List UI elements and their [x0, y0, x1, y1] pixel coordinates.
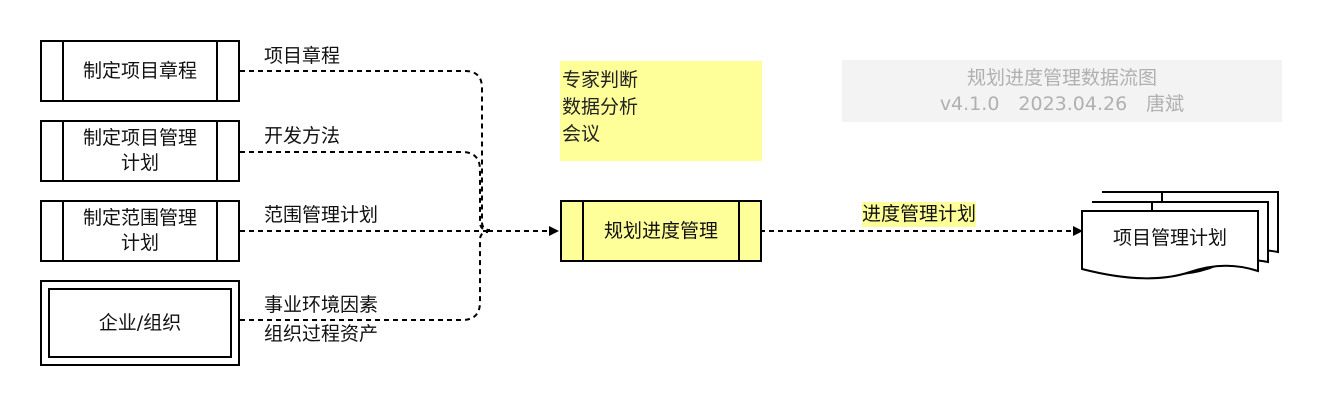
external-label: 企业/组织 [98, 311, 182, 334]
output-document-label: 项目管理计划 [1112, 227, 1227, 249]
watermark-meta: v4.1.0 2023.04.26 唐斌 [939, 93, 1185, 115]
main-process-label: 规划进度管理 [603, 219, 718, 242]
watermark: 规划进度管理数据流图 v4.1.0 2023.04.26 唐斌 [842, 60, 1282, 122]
flow-label-scope-plan: 范围管理计划 [264, 204, 379, 226]
flow-label-opa: 组织过程资产 [264, 323, 379, 345]
flow-label-dev-approach: 开发方法 [264, 125, 341, 147]
flow-line-project-charter [240, 70, 491, 231]
flow-label-schedule-plan: 进度管理计划 [862, 202, 977, 227]
process-label: 制定项目章程 [82, 59, 197, 82]
flow-label-eef: 事业环境因素 [264, 294, 379, 316]
process-box-develop-pm-plan[interactable]: 制定项目管理 计划 [40, 120, 240, 182]
external-entity-enterprise[interactable]: 企业/组织 [40, 280, 240, 366]
process-label: 制定范围管理 计划 [82, 207, 197, 254]
tools-techniques-note: 专家判断 数据分析 会议 [560, 61, 762, 161]
flow-line-dev-approach [240, 151, 489, 231]
process-label: 制定项目管理 计划 [82, 127, 197, 174]
watermark-title: 规划进度管理数据流图 [966, 67, 1157, 89]
tool-meetings: 会议 [562, 123, 601, 145]
flow-label-project-charter: 项目章程 [264, 45, 341, 67]
document-stack-icon [1081, 191, 1279, 280]
tool-data-analysis: 数据分析 [562, 96, 639, 118]
tool-expert-judgment: 专家判断 [562, 69, 639, 91]
process-box-plan-scope[interactable]: 制定范围管理 计划 [40, 200, 240, 262]
process-box-develop-charter[interactable]: 制定项目章程 [40, 40, 240, 102]
main-process-plan-schedule[interactable]: 规划进度管理 [560, 200, 762, 262]
flow-line-enterprise [240, 231, 489, 321]
